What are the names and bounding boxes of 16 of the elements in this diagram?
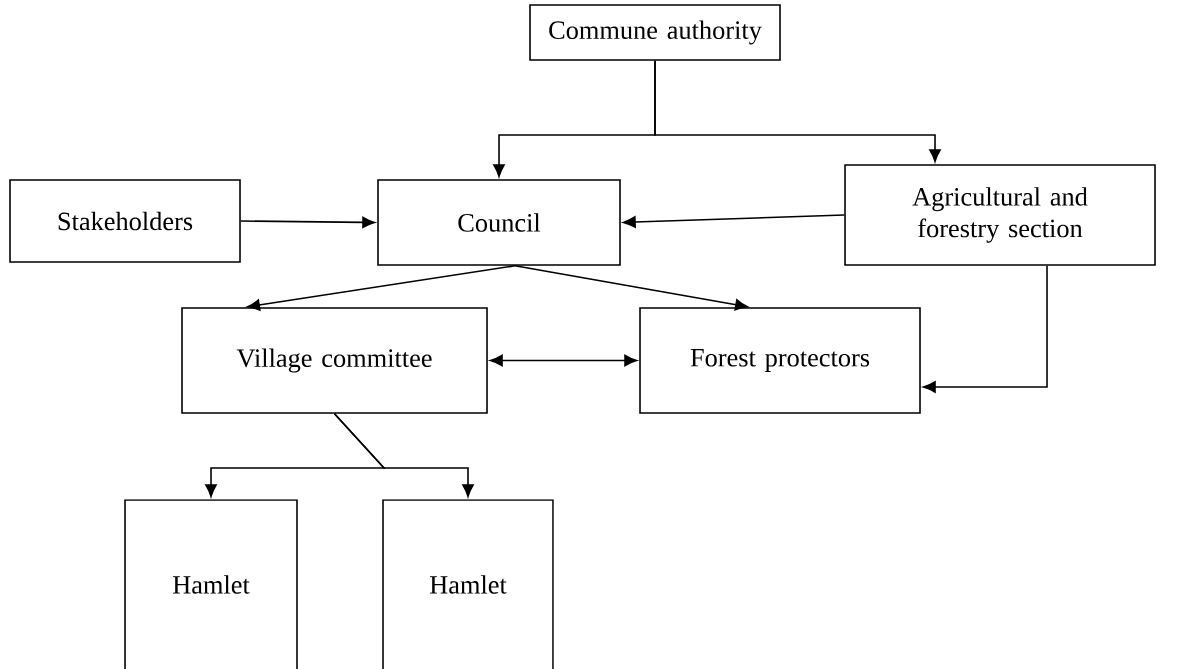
box: Hamlet (382, 499, 554, 669)
box: Forest protectors (639, 307, 921, 414)
arrow (240, 216, 376, 229)
box: Village committee (181, 307, 488, 414)
box: Agricultural and forestry section (844, 164, 1156, 266)
arrow (333, 413, 474, 498)
box: Stakeholders (9, 179, 241, 263)
box: Council (377, 179, 621, 266)
arrow (247, 265, 516, 311)
arrow (514, 265, 748, 311)
arrow (622, 214, 845, 228)
box: Hamlet (124, 499, 298, 669)
arrow (654, 60, 941, 163)
box: Commune authority (529, 4, 781, 61)
arrow (489, 354, 638, 367)
arrow (922, 265, 1048, 393)
